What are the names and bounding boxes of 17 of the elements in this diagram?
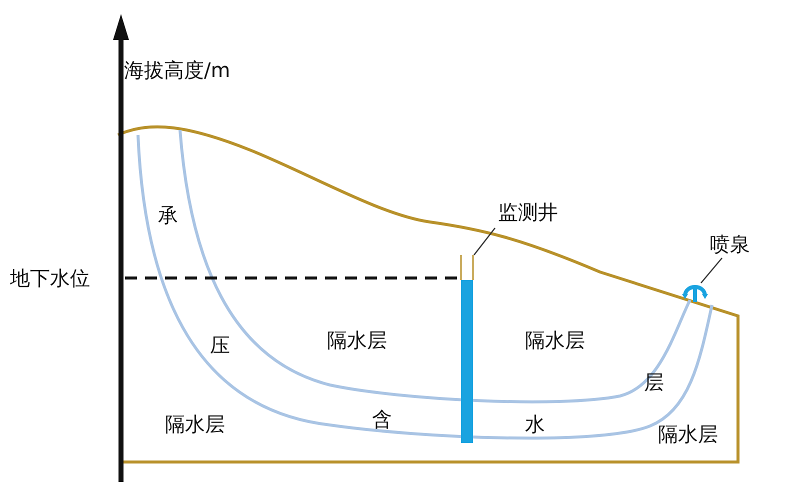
- water-level-label: 地下水位: [10, 266, 90, 290]
- region-label: 压: [210, 333, 230, 357]
- region-label: 承: [158, 203, 178, 227]
- region-label: 隔水层: [658, 422, 718, 446]
- region-label: 水: [525, 412, 545, 436]
- leader-line: [473, 228, 496, 256]
- region-label: 隔水层: [525, 328, 585, 352]
- fountain-icon: [682, 282, 708, 302]
- callout-label: 喷泉: [710, 232, 750, 256]
- region-label: 层: [644, 370, 664, 394]
- region-label: 隔水层: [327, 328, 387, 352]
- monitoring-well: [460, 255, 474, 443]
- leader-line: [700, 258, 722, 284]
- callout-label: 监测井: [498, 200, 558, 224]
- region-label: 含: [372, 407, 392, 431]
- region-label: 隔水层: [165, 412, 225, 436]
- axis-label: 海拔高度/m: [124, 58, 230, 82]
